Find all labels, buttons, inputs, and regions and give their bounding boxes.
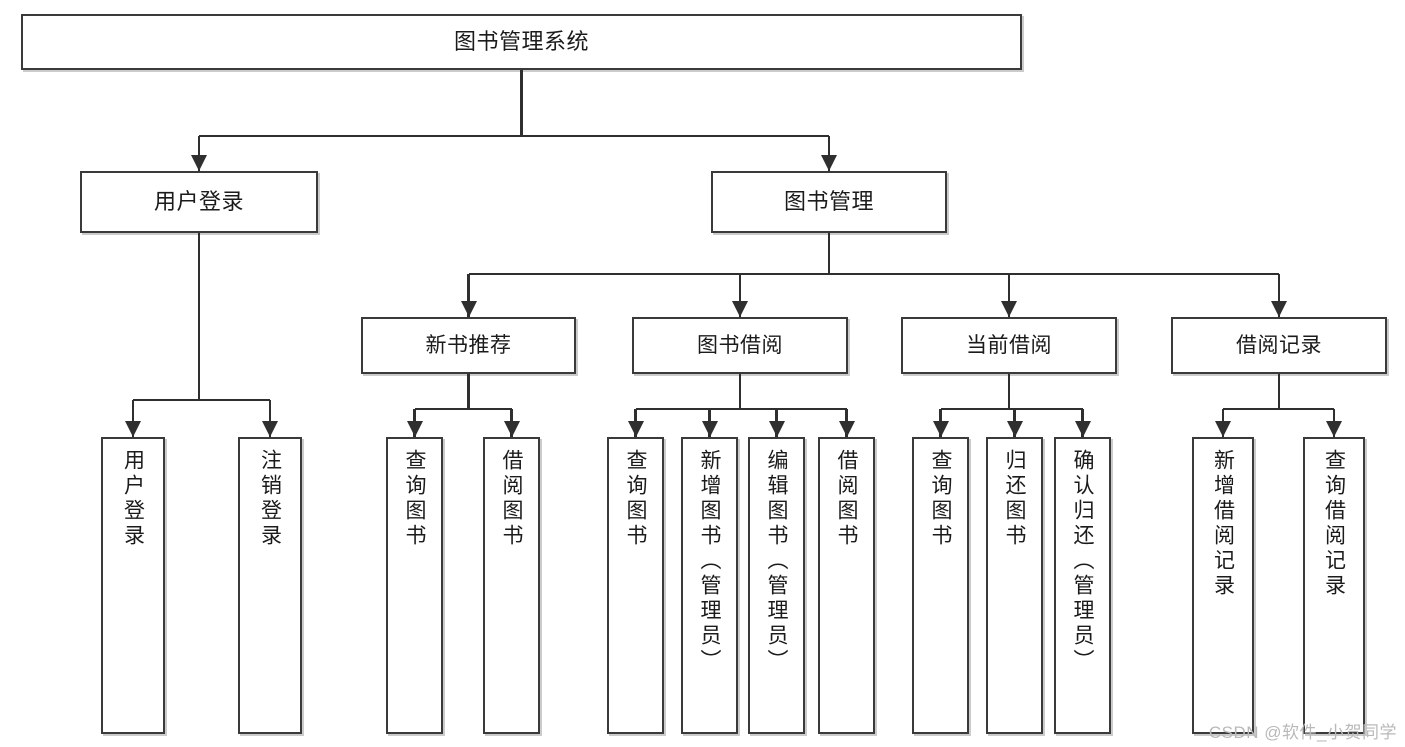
node-leaf-query-book-1[interactable]: 查询图书: [386, 437, 443, 734]
arrowhead-icon-book-manage: [821, 155, 837, 171]
node-leaf-user-login[interactable]: 用户登录: [101, 437, 165, 734]
connector-to-borrow-record: [1277, 274, 1281, 317]
arrowhead-icon-leaf-logout-login: [262, 421, 278, 437]
arrowhead-icon-new-book-recommend: [460, 301, 477, 317]
connector-to-book-manage: [827, 136, 831, 171]
node-leaf-query-book-2[interactable]: 查询图书: [607, 437, 664, 734]
node-book-manage[interactable]: 图书管理: [711, 171, 947, 233]
connector-to-book-borrow: [738, 274, 742, 317]
connector-bookmanage-bus: [468, 272, 1279, 276]
node-root[interactable]: 图书管理系统: [21, 14, 1022, 70]
node-leaf-query-record[interactable]: 查询借阅记录: [1303, 437, 1365, 734]
connector-root-bus: [199, 134, 829, 138]
arrowhead-icon-leaf-return-book: [1006, 421, 1023, 437]
node-label-leaf-add-record: 新增借阅记录: [1211, 449, 1235, 599]
node-label-user-login: 用户登录: [153, 188, 244, 214]
node-leaf-borrow-book-2[interactable]: 借阅图书: [818, 437, 875, 734]
node-leaf-logout-login[interactable]: 注销登录: [238, 437, 302, 734]
node-leaf-query-book-3[interactable]: 查询图书: [912, 437, 969, 734]
connector-book-borrow-stem: [738, 374, 742, 409]
connector-current-borrow-stem: [1007, 374, 1011, 409]
arrowhead-icon-leaf-edit-book: [768, 421, 785, 437]
arrowhead-icon-leaf-add-book: [701, 421, 718, 437]
arrowhead-icon-current-borrow: [1001, 301, 1017, 317]
node-leaf-borrow-book-1[interactable]: 借阅图书: [483, 437, 540, 734]
node-new-book-recommend[interactable]: 新书推荐: [361, 317, 576, 374]
node-label-leaf-add-book: 新增图书（管理员）: [698, 449, 721, 674]
node-label-leaf-query-book-1: 查询图书: [403, 449, 426, 549]
node-label-leaf-borrow-book-2: 借阅图书: [835, 449, 858, 549]
node-leaf-add-book[interactable]: 新增图书（管理员）: [681, 437, 738, 734]
arrowhead-icon-leaf-add-record: [1215, 421, 1231, 437]
node-label-leaf-borrow-book-1: 借阅图书: [500, 449, 523, 549]
connector-borrow-record-stem: [1277, 374, 1281, 409]
node-label-new-book-recommend: 新书推荐: [425, 333, 512, 357]
connector-userlogin-bus: [133, 398, 270, 402]
node-label-current-borrow: 当前借阅: [966, 333, 1052, 357]
node-label-leaf-query-book-2: 查询图书: [624, 449, 647, 549]
node-user-login[interactable]: 用户登录: [80, 171, 318, 233]
arrowhead-icon-leaf-query-record: [1326, 421, 1342, 437]
arrowhead-icon-borrow-record: [1271, 301, 1287, 317]
connector-root-stem: [520, 70, 523, 136]
connector-to-current-borrow: [1007, 274, 1011, 317]
arrowhead-icon-leaf-query-book-2: [627, 421, 644, 437]
connector-current-borrow-bus: [940, 407, 1083, 411]
node-label-book-manage: 图书管理: [783, 188, 874, 214]
node-leaf-edit-book[interactable]: 编辑图书（管理员）: [748, 437, 805, 734]
node-book-borrow[interactable]: 图书借阅: [632, 317, 848, 374]
node-leaf-confirm-return[interactable]: 确认归还（管理员）: [1054, 437, 1111, 734]
connector-book-borrow-bus: [635, 407, 847, 411]
connector-to-leaf-logout-login: [268, 400, 272, 437]
connector-userlogin-stem: [197, 233, 201, 400]
node-label-leaf-edit-book: 编辑图书（管理员）: [765, 449, 788, 674]
arrowhead-icon-leaf-borrow-book-1: [503, 421, 520, 437]
connector-new-book-recommend-stem: [467, 374, 470, 409]
node-label-borrow-record: 借阅记录: [1236, 333, 1322, 357]
node-label-leaf-query-record: 查询借阅记录: [1322, 449, 1346, 599]
arrowhead-icon-leaf-user-login: [125, 421, 141, 437]
node-current-borrow[interactable]: 当前借阅: [901, 317, 1117, 374]
node-label-leaf-query-book-3: 查询图书: [929, 449, 952, 549]
arrowhead-icon-leaf-borrow-book-2: [838, 421, 855, 437]
connector-borrow-record-bus: [1223, 407, 1334, 411]
connector-to-new-book-recommend: [467, 274, 470, 317]
node-borrow-record[interactable]: 借阅记录: [1171, 317, 1387, 374]
arrowhead-icon-leaf-query-book-3: [932, 421, 949, 437]
connector-new-book-recommend-bus: [414, 407, 512, 411]
node-label-book-borrow: 图书借阅: [697, 333, 783, 357]
node-label-leaf-return-book: 归还图书: [1003, 449, 1026, 549]
arrowhead-icon-user-login: [191, 155, 207, 171]
connector-bookmanage-stem: [827, 233, 831, 274]
connector-to-leaf-user-login: [131, 400, 135, 437]
watermark-text: CSDN @软件_小贺同学: [1208, 723, 1397, 742]
arrowhead-icon-leaf-confirm-return: [1074, 421, 1091, 437]
node-label-leaf-user-login: 用户登录: [121, 449, 145, 549]
node-leaf-return-book[interactable]: 归还图书: [986, 437, 1043, 734]
node-label-leaf-confirm-return: 确认归还（管理员）: [1071, 449, 1094, 674]
node-label-root: 图书管理系统: [453, 28, 589, 54]
node-label-leaf-logout-login: 注销登录: [258, 449, 282, 549]
arrowhead-icon-book-borrow: [732, 301, 748, 317]
arrowhead-icon-leaf-query-book-1: [406, 421, 423, 437]
node-leaf-add-record[interactable]: 新增借阅记录: [1192, 437, 1254, 734]
connector-to-user-login: [197, 136, 201, 171]
